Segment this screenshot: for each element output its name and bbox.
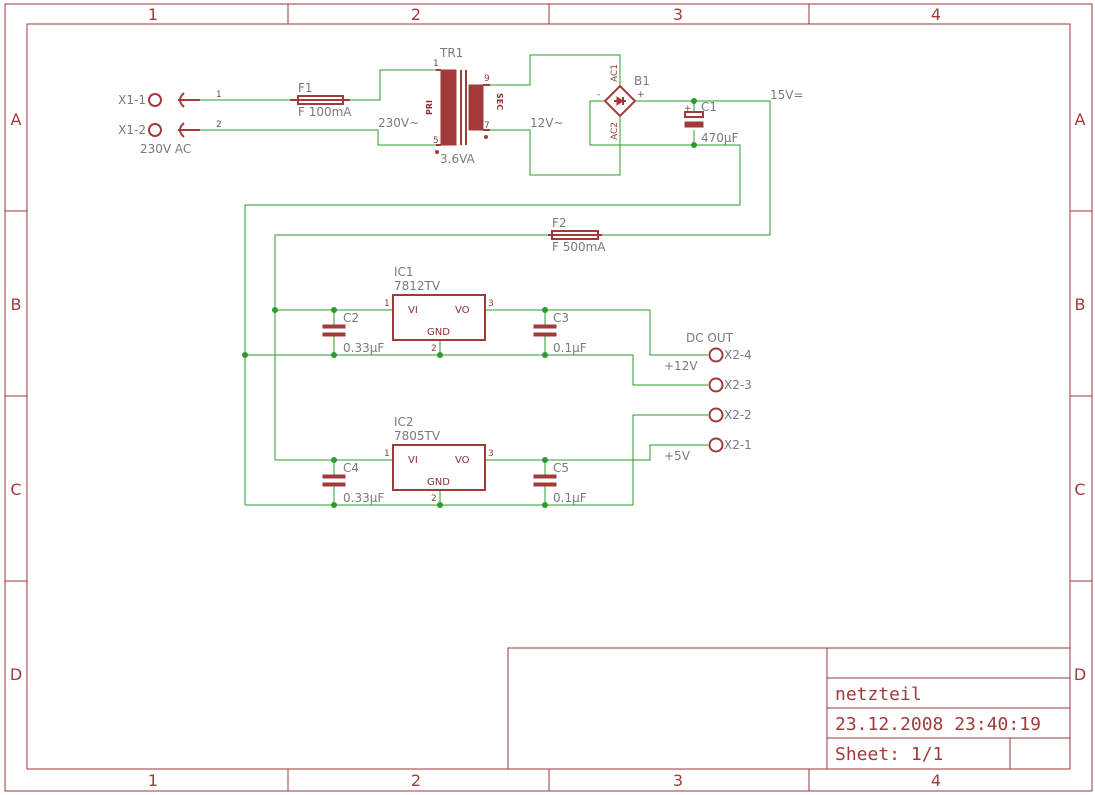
capacitor-c3[interactable] xyxy=(533,324,557,337)
x1-1-label: X1-1 xyxy=(118,93,146,107)
c4-name: C4 xyxy=(343,461,359,475)
tr1-pin1: 1 xyxy=(433,59,439,69)
ic2-gnd-label: GND xyxy=(427,477,450,488)
ic2-part: 7805TV xyxy=(394,429,441,443)
ic1-pin1: 1 xyxy=(384,299,390,309)
ic1-vo-label: VO xyxy=(455,305,470,316)
col-label-bottom-2: 2 xyxy=(411,771,421,790)
row-label-left-d: D xyxy=(10,665,22,684)
b1-minus-label: - xyxy=(597,90,600,100)
b1-ac2-label: AC2 xyxy=(610,122,620,140)
x1-2-pin: 2 xyxy=(216,120,222,130)
connector-x2-1[interactable] xyxy=(708,437,724,453)
ic1-pin3: 3 xyxy=(488,299,494,309)
regulator-ic2[interactable] xyxy=(392,444,486,491)
capacitor-c1[interactable] xyxy=(684,111,704,128)
fuse-f1[interactable] xyxy=(290,95,350,105)
row-label-left-c: C xyxy=(10,480,21,499)
f2-name: F2 xyxy=(552,216,567,230)
ic2-pin3: 3 xyxy=(488,449,494,459)
rail-15v-label: 15V= xyxy=(770,88,804,102)
x1-2-label: X1-2 xyxy=(118,123,146,137)
col-label-bottom-1: 1 xyxy=(148,771,158,790)
ic1-vi-label: VI xyxy=(408,305,418,316)
ic2-pin1: 1 xyxy=(384,449,390,459)
connector-x1-1[interactable] xyxy=(148,92,200,108)
title-sheet: Sheet: 1/1 xyxy=(835,744,943,765)
capacitor-c2[interactable] xyxy=(322,324,346,337)
ic1-name: IC1 xyxy=(394,265,414,279)
ic1-gnd-label: GND xyxy=(427,327,450,338)
c1-name: C1 xyxy=(701,100,717,114)
fuse-f2[interactable] xyxy=(548,230,602,240)
ic2-name: IC2 xyxy=(394,415,414,429)
connector-x1-2[interactable] xyxy=(148,122,200,138)
primary-voltage-label: 230V~ xyxy=(378,116,419,130)
dc-out-label: DC OUT xyxy=(686,331,734,345)
f1-name: F1 xyxy=(298,81,313,95)
column-dividers xyxy=(5,4,1092,791)
title-block xyxy=(507,647,1071,770)
col-label-top-4: 4 xyxy=(931,5,941,24)
c3-value: 0.1µF xyxy=(553,341,587,355)
connector-x2-3[interactable] xyxy=(708,377,724,393)
bridge-rectifier-b1[interactable] xyxy=(603,84,637,118)
f2-value: F 500mA xyxy=(552,240,606,254)
junctions xyxy=(242,98,697,508)
x2-3-label: X2-3 xyxy=(724,378,752,392)
c4-value: 0.33µF xyxy=(343,491,384,505)
c2-name: C2 xyxy=(343,311,359,325)
regulator-ic1[interactable] xyxy=(392,294,486,341)
input-voltage-label: 230V AC xyxy=(140,142,191,156)
x1-1-pin: 1 xyxy=(216,90,222,100)
tr1-pin5: 5 xyxy=(433,136,439,146)
x2-1-label: X2-1 xyxy=(724,438,752,452)
capacitor-c5[interactable] xyxy=(533,474,557,487)
plus-12v-label: +12V xyxy=(664,359,698,373)
row-label-right-b: B xyxy=(1075,295,1086,314)
row-label-right-c: C xyxy=(1074,480,1085,499)
c1-value: 470µF xyxy=(701,131,739,145)
ic2-vi-label: VI xyxy=(408,455,418,466)
tr1-secondary-label: SEC xyxy=(495,93,504,110)
plus-5v-label: +5V xyxy=(664,449,691,463)
ic1-part: 7812TV xyxy=(394,279,441,293)
row-label-right-d: D xyxy=(1074,665,1086,684)
x2-4-label: X2-4 xyxy=(724,348,752,362)
col-label-top-1: 1 xyxy=(148,5,158,24)
col-label-top-3: 3 xyxy=(673,5,683,24)
ic2-vo-label: VO xyxy=(455,455,470,466)
ic2-pin2: 2 xyxy=(431,494,437,504)
tr1-primary-label: PRI xyxy=(425,100,434,115)
b1-plus-label: + xyxy=(637,90,645,100)
transformer-tr1[interactable] xyxy=(435,69,491,154)
c3-name: C3 xyxy=(553,311,569,325)
connector-x2-4[interactable] xyxy=(708,347,724,363)
tr1-pin7: 7 xyxy=(484,121,490,131)
c1-plus-label: + xyxy=(684,104,692,114)
c5-value: 0.1µF xyxy=(553,491,587,505)
connector-x2-2[interactable] xyxy=(708,407,724,423)
x2-2-label: X2-2 xyxy=(724,408,752,422)
secondary-voltage-label: 12V~ xyxy=(530,116,564,130)
f1-value: F 100mA xyxy=(298,105,352,119)
col-label-top-2: 2 xyxy=(411,5,421,24)
tr1-rating: 3.6VA xyxy=(440,152,476,166)
row-label-left-b: B xyxy=(11,295,22,314)
c2-value: 0.33µF xyxy=(343,341,384,355)
title-name: netzteil xyxy=(835,684,922,705)
b1-name: B1 xyxy=(634,74,650,88)
title-date: 23.12.2008 23:40:19 xyxy=(835,714,1041,735)
b1-ac1-label: AC1 xyxy=(610,64,620,82)
tr1-pin9: 9 xyxy=(484,74,490,84)
row-label-right-a: A xyxy=(1075,110,1086,129)
col-label-bottom-4: 4 xyxy=(931,771,941,790)
capacitor-c4[interactable] xyxy=(322,474,346,487)
col-label-bottom-3: 3 xyxy=(673,771,683,790)
ic1-pin2: 2 xyxy=(431,344,437,354)
row-label-left-a: A xyxy=(11,110,22,129)
tr1-name: TR1 xyxy=(439,46,463,60)
c5-name: C5 xyxy=(553,461,569,475)
